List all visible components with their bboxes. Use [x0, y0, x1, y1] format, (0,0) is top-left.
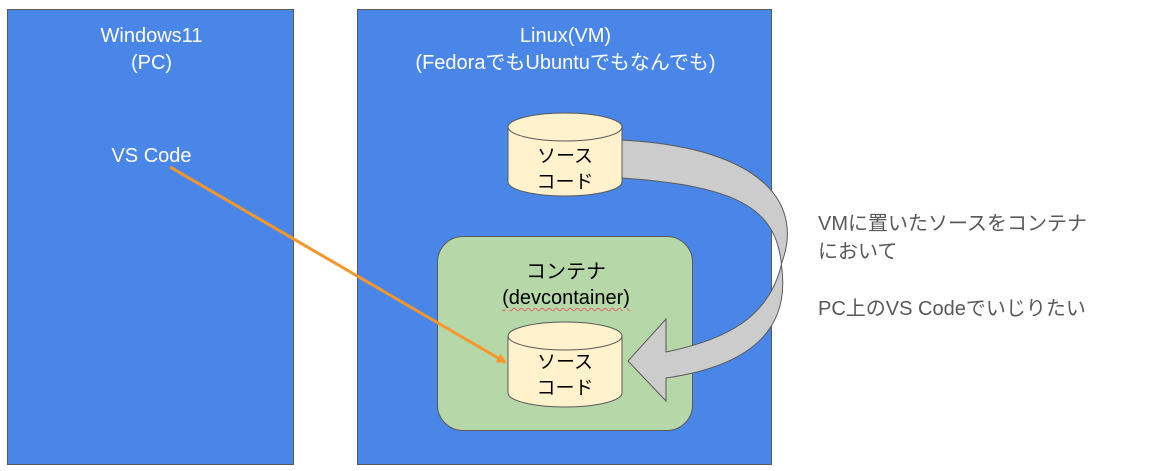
vm-panel-title: Linux(VM) (FedoraでもUbuntuでもなんでも) — [358, 23, 773, 77]
cylinder-container-line1: ソース — [537, 352, 593, 373]
cylinder-vm-line2: コード — [536, 172, 593, 193]
container-subtitle: (devcontainer) — [438, 285, 694, 312]
cylinder-top-container — [507, 321, 623, 351]
cylinder-vm-line1: ソース — [537, 146, 593, 167]
note-line1: VMに置いたソースをコンテナ — [818, 213, 1087, 235]
pc-title-line2: (PC) — [130, 52, 173, 74]
note-line3: PC上のVS Codeでいじりたい — [818, 298, 1086, 320]
pc-panel-title: Windows11 (PC) — [8, 23, 295, 77]
cylinder-top-vm — [507, 112, 623, 142]
source-cylinder-vm: ソース コード — [507, 112, 623, 197]
vscode-label: VS Code — [111, 145, 192, 167]
pc-panel: Windows11 (PC) VS Code — [7, 9, 294, 465]
cylinder-container-line2: コード — [536, 378, 593, 399]
container-subtitle-text: (devcontainer) — [502, 287, 630, 309]
pc-title-line1: Windows11 — [100, 25, 203, 47]
cylinder-body-container — [507, 335, 623, 408]
cylinder-body-vm — [507, 126, 623, 197]
note-line2: において — [818, 241, 898, 263]
vm-title-line1: Linux(VM) — [519, 25, 612, 47]
vm-title-line2: (FedoraでもUbuntuでもなんでも) — [415, 52, 716, 74]
container-title: コンテナ — [526, 261, 606, 283]
vscode-connect-arrow — [169, 165, 507, 364]
source-cylinder-container: ソース コード — [507, 321, 623, 408]
curved-copy-arrow — [620, 139, 788, 403]
